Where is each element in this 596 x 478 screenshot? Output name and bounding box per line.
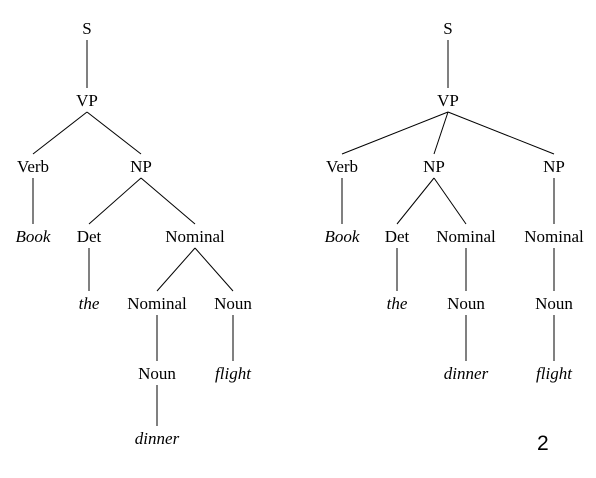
node-vp: VP (437, 91, 459, 110)
node-np: NP (423, 157, 445, 176)
word-dinner: dinner (135, 429, 180, 448)
node-s: S (443, 19, 452, 38)
word-book: Book (16, 227, 51, 246)
word-the: the (79, 294, 100, 313)
node-noun: Noun (138, 364, 176, 383)
tree-edge (140, 177, 196, 225)
tree-edge (32, 111, 88, 155)
word-dinner: dinner (444, 364, 489, 383)
word-flight: flight (536, 364, 573, 383)
tree-edge (194, 247, 234, 292)
word-book: Book (325, 227, 360, 246)
tree-edge (86, 111, 142, 155)
node-verb: Verb (17, 157, 49, 176)
node-det: Det (77, 227, 102, 246)
node-s: S (82, 19, 91, 38)
word-the: the (387, 294, 408, 313)
node-verb: Verb (326, 157, 358, 176)
node-det: Det (385, 227, 410, 246)
node-noun: Noun (447, 294, 485, 313)
word-flight: flight (215, 364, 252, 383)
node-nominal: Nominal (127, 294, 187, 313)
node-np: NP (543, 157, 565, 176)
node-nominal: Nominal (436, 227, 496, 246)
tree-edge (433, 177, 467, 225)
node-noun: Noun (535, 294, 573, 313)
tree-edge (447, 111, 555, 155)
tree-edge (156, 247, 196, 292)
node-nominal: Nominal (165, 227, 225, 246)
node-np: NP (130, 157, 152, 176)
node-nominal: Nominal (524, 227, 584, 246)
page-number: 2 (537, 432, 549, 455)
tree-edge (88, 177, 142, 225)
tree-edge (396, 177, 435, 225)
tree-edge (433, 111, 449, 155)
tree-edge (341, 111, 449, 155)
node-vp: VP (76, 91, 98, 110)
node-noun: Noun (214, 294, 252, 313)
